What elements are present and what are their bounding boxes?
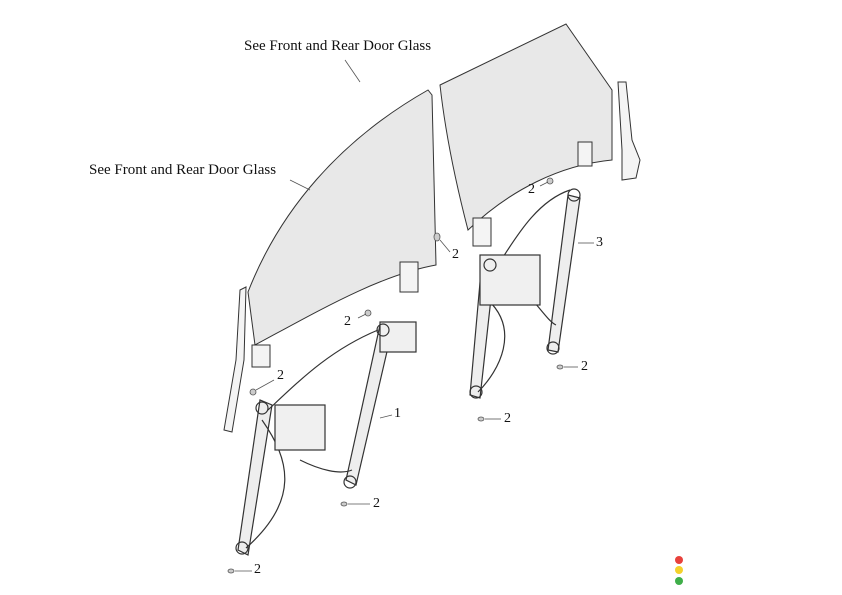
front-run-channel (223, 286, 247, 433)
fasteners-and-leader-lines (227, 59, 594, 574)
callout-2: 2 (277, 368, 284, 383)
front-regulator (235, 321, 417, 556)
callout-2: 2 (581, 359, 588, 374)
callout-2: 2 (373, 496, 380, 511)
callout-2: 2 (528, 182, 535, 197)
rear-run-channel (617, 81, 641, 181)
callout-2: 2 (254, 562, 261, 577)
rear-regulator (469, 188, 581, 399)
front-door-glass-label: See Front and Rear Door Glass (89, 162, 277, 178)
front-door-glass (247, 89, 437, 346)
glass-bracket (472, 217, 492, 247)
callout-2: 2 (344, 314, 351, 329)
glass-bracket (577, 141, 593, 167)
callout-3: 3 (596, 235, 603, 250)
callout-2: 2 (504, 411, 511, 426)
glass-bracket (399, 261, 419, 293)
callout-2: 2 (452, 247, 459, 262)
rear-door-glass (439, 23, 613, 231)
yellow-status-dot (675, 566, 683, 574)
red-status-dot (675, 556, 683, 564)
green-status-dot (675, 577, 683, 585)
callout-1: 1 (394, 406, 401, 421)
rear-door-glass-label: See Front and Rear Door Glass (244, 38, 432, 54)
glass-bracket (251, 344, 271, 368)
